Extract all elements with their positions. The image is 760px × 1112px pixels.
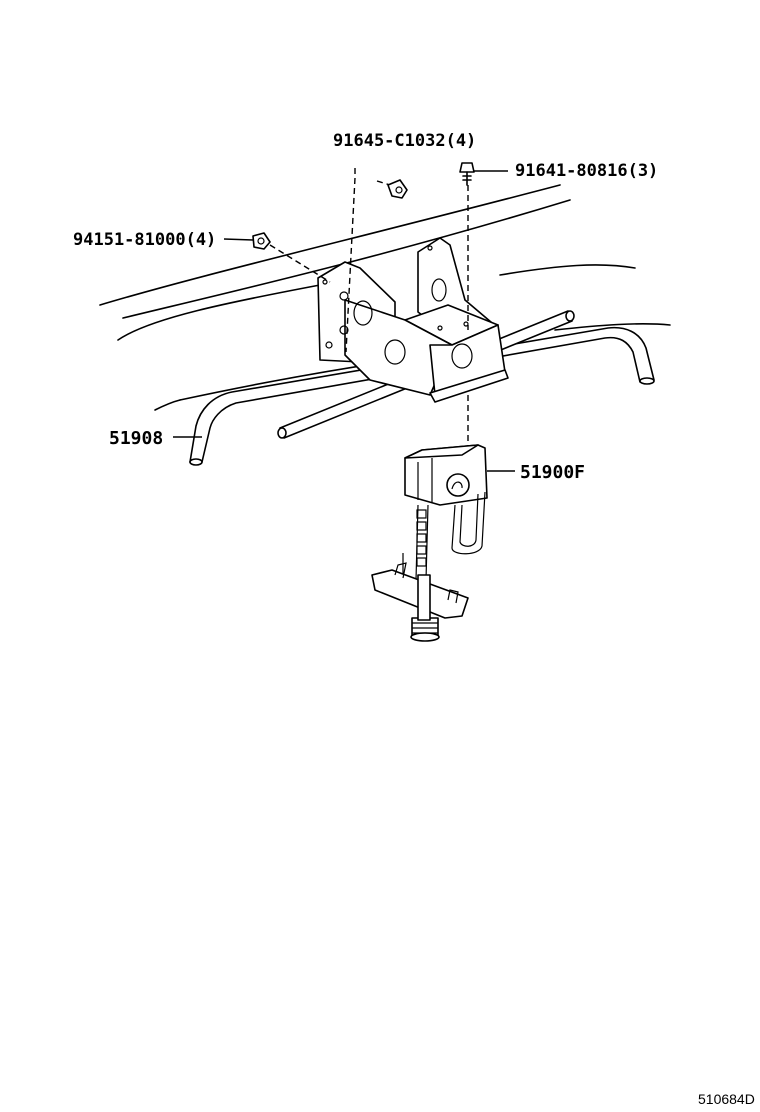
leader-lines [173, 170, 515, 472]
label-bolt-right: 91641-80816(3) [515, 161, 658, 181]
label-nut-left: 94151-81000(4) [73, 230, 216, 250]
chain-links [416, 509, 427, 567]
label-bolt-upper: 91645-C1032(4) [333, 131, 476, 151]
bracket [317, 237, 509, 403]
crossmember-rod [189, 326, 655, 466]
tire-carrier [371, 444, 488, 642]
label-carrier: 51900F [520, 462, 585, 483]
frame-rails [99, 184, 671, 411]
bolt-upper-icon [387, 179, 408, 199]
label-tube: 51908 [109, 428, 163, 449]
bolt-right-icon [459, 162, 475, 186]
nut-left-icon [252, 232, 271, 250]
reference-code: 510684D [698, 1091, 755, 1107]
